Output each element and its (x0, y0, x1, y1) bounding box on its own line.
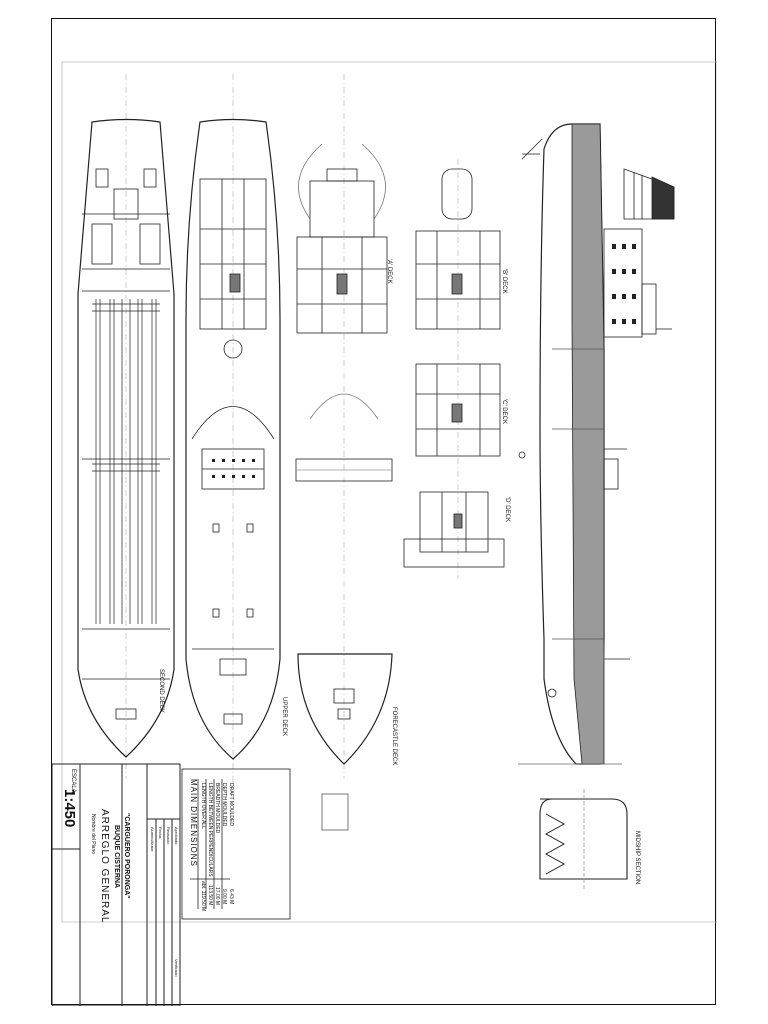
midship-section-label: MIDSHIP SECTION (634, 831, 640, 885)
title-field-reviewed: Revisado: (166, 827, 171, 845)
ship-type: BUQUE CISTERNA (113, 825, 120, 889)
ship-name: "CARGUERO PORONGA" (123, 813, 130, 899)
title-field-date: Fecha: (158, 827, 163, 840)
dimension-label: BREADTH MOULDED (214, 783, 220, 834)
d-deck-plan (403, 491, 505, 568)
title-field-author: Alumno/Autor: (150, 827, 155, 853)
c-deck-plan (415, 363, 501, 457)
main-dimensions-frame (181, 768, 291, 920)
dimension-label: LENGTH OVER ALL (200, 783, 206, 829)
dimension-value: 113.50 M (207, 885, 213, 906)
drawing-sheet: SECOND DECK UPPER DECK FORECASTLE DECK '… (51, 18, 717, 1006)
second-deck-plan (77, 118, 175, 758)
dimension-value: 6.43 M (228, 889, 234, 905)
manifold-valves (212, 459, 255, 478)
dimension-value: 9.00 M (221, 889, 227, 905)
dimension-label: LENGTH BETWEEN PERPENDICULARS (207, 783, 213, 877)
a-deck-plan (295, 143, 393, 831)
profile-view (518, 123, 675, 765)
cargo-pipe-runs (92, 299, 160, 624)
title-field-approved: Aprobado: (174, 827, 179, 846)
b-deck-label: 'B' DECK (501, 269, 507, 294)
dimension-value: abt. 119.50 M (200, 881, 206, 912)
drawing-frame (61, 61, 717, 923)
upper-deck-plan (185, 118, 281, 760)
dimension-value: 17.00 M (214, 887, 220, 906)
general-arrangement-drawing (52, 61, 717, 1006)
main-dimensions-heading: MAIN DIMENSIONS (189, 779, 198, 867)
c-deck-label: 'C' DECK (501, 399, 507, 424)
title-block-frame (52, 763, 181, 1006)
d-deck-label: 'D' DECK (504, 497, 510, 522)
b-deck-plan (415, 168, 501, 330)
scale-value: 1:450 (61, 789, 78, 828)
midship-section (539, 789, 628, 889)
title-field-verified: Verificado (174, 959, 179, 977)
plan-title: ARREGLO GENERAL (99, 809, 110, 924)
plan-name-label: Nombre del Plano (90, 814, 96, 855)
a-deck-label: 'A' DECK (386, 259, 392, 284)
forecastle-deck-label: FORECASTLE DECK (391, 707, 397, 766)
dimension-label: DRAFT MOULDED (228, 783, 234, 826)
centre-lines (125, 74, 459, 789)
superstructure-windows (612, 244, 636, 324)
dimension-label: DEPTH MOULDED (221, 783, 227, 827)
upper-deck-label: UPPER DECK (281, 697, 287, 737)
second-deck-label: SECOND DECK (158, 669, 164, 714)
